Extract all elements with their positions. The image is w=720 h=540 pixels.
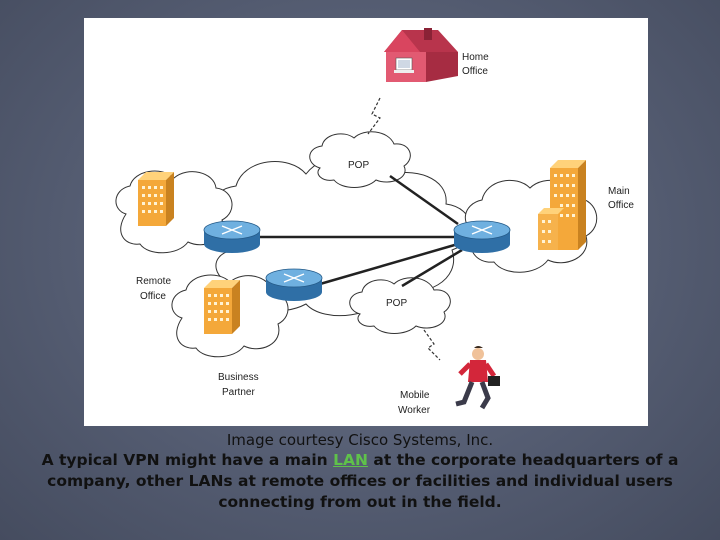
- vpn-diagram-svg: Home Office POP POP: [115, 28, 634, 416]
- dialup-home-line: [367, 97, 381, 135]
- lan-link[interactable]: LAN: [333, 451, 368, 469]
- mobile-worker-label-1: Mobile: [400, 390, 430, 401]
- link-partner-main: [319, 242, 459, 286]
- pop-top-cloud: [309, 131, 411, 188]
- remote-office-label-2: Office: [140, 291, 166, 302]
- caption: Image courtesy Cisco Systems, Inc. A typ…: [20, 430, 700, 513]
- pop-bottom-label: POP: [386, 298, 407, 309]
- dialup-mobile-line: [423, 329, 441, 361]
- link-pop-main: [389, 174, 459, 226]
- business-partner-label-1: Business: [218, 372, 259, 383]
- router-remote: [203, 220, 261, 253]
- pop-bottom-cloud: [349, 277, 451, 334]
- router-partner: [265, 268, 323, 301]
- router-icon: [203, 220, 511, 301]
- caption-text-end: at the corporate headquarters of a compa…: [47, 451, 679, 511]
- image-credit: Image courtesy Cisco Systems, Inc.: [226, 431, 494, 449]
- main-office-label-1: Main: [608, 186, 630, 197]
- main-office-label-2: Office: [608, 200, 634, 211]
- business-partner-building: [204, 280, 240, 334]
- house-icon: [384, 28, 458, 82]
- caption-text: A typical VPN might have a main LAN at t…: [20, 450, 700, 513]
- link-pop-bottom-main: [401, 248, 463, 288]
- main-office-building: [538, 160, 586, 250]
- mobile-worker-icon: [455, 346, 500, 410]
- vpn-links: [260, 174, 463, 288]
- mobile-worker-label-2: Worker: [398, 405, 431, 416]
- business-partner-label-2: Partner: [222, 387, 255, 398]
- home-office-label-1: Home: [462, 52, 489, 63]
- router-main: [453, 220, 511, 253]
- caption-text-start: A typical VPN might have a main: [41, 451, 334, 469]
- pop-top-label: POP: [348, 160, 369, 171]
- remote-office-label-1: Remote: [136, 276, 171, 287]
- home-office-label-2: Office: [462, 66, 488, 77]
- building-icon: [138, 160, 586, 334]
- remote-office-building: [138, 172, 174, 226]
- vpn-diagram: Home Office POP POP: [84, 18, 648, 426]
